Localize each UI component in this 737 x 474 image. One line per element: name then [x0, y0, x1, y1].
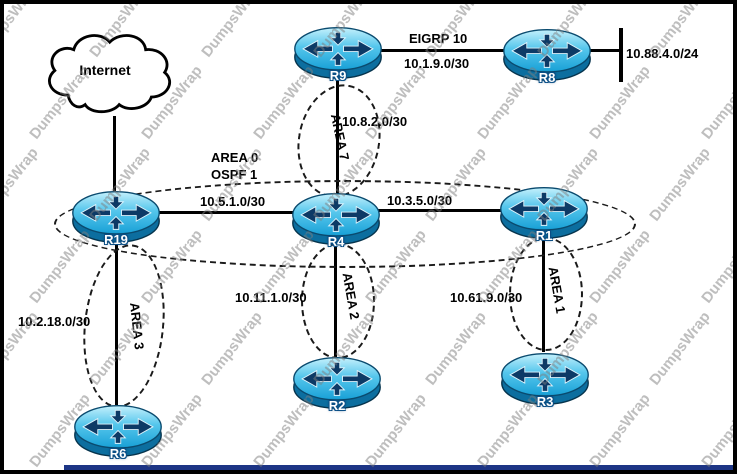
router-label: R19 [104, 232, 128, 247]
router-r4: R4 [290, 190, 382, 249]
link-r19-r6 [115, 241, 118, 405]
link-internet-r19 [113, 116, 116, 194]
area2-boundary [301, 243, 375, 359]
router-label: R8 [538, 70, 556, 85]
ospf1-label: OSPF 1 [211, 167, 258, 182]
router-r9: R9 [292, 24, 384, 83]
subnet-r4-r2: 10.11.1.0/30 [235, 290, 307, 305]
watermark-text: DumpsWrap [646, 144, 714, 225]
link-r9-r4 [336, 76, 339, 194]
subnet-r4-r1: 10.3.5.0/30 [387, 193, 453, 208]
subnet-r8-lan: 10.88.4.0/24 [626, 46, 699, 61]
internet-label: Internet [79, 62, 131, 78]
router-r8: R8 [501, 26, 593, 85]
subnet-r19-r4: 10.5.1.0/30 [200, 194, 266, 209]
router-r1: R1 [498, 184, 590, 243]
link-r9-r8 [380, 49, 506, 52]
subnet-r9-r8: 10.1.9.0/30 [404, 56, 470, 71]
router-r3: R3 [499, 350, 591, 409]
subnet-r1-r3: 10.61.9.0/30 [450, 290, 523, 305]
area0-label: AREA 0 [211, 150, 259, 165]
bottom-blue-strip [64, 465, 733, 470]
router-r19: R19 [70, 188, 162, 247]
watermark-text: DumpsWrap [198, 4, 266, 61]
subnet-r19-r6: 10.2.18.0/30 [18, 314, 91, 329]
watermark-text: DumpsWrap [422, 308, 490, 389]
watermark-text: DumpsWrap [698, 62, 733, 143]
watermark-text: DumpsWrap [646, 308, 714, 389]
router-r2: R2 [291, 354, 383, 413]
router-r6: R6 [72, 402, 164, 461]
router-label: R1 [535, 228, 553, 243]
router-label: R6 [109, 446, 127, 461]
router-label: R4 [327, 234, 345, 249]
watermark-text: DumpsWrap [698, 226, 733, 307]
lan-segment-bar [619, 28, 623, 82]
subnet-r9-r4: 10.8.2.0/30 [342, 114, 408, 129]
internet-cloud: Internet [34, 20, 176, 122]
router-label: R9 [329, 68, 347, 83]
router-label: R2 [328, 398, 346, 413]
eigrp-label: EIGRP 10 [409, 31, 468, 46]
router-label: R3 [536, 394, 554, 409]
link-r8-lan [590, 49, 622, 52]
cloud-icon [48, 34, 171, 114]
watermark-text: DumpsWrap [4, 144, 42, 225]
watermark-text: DumpsWrap [198, 308, 266, 389]
watermark-text: DumpsWrap [586, 390, 654, 470]
watermark-text: DumpsWrap [698, 390, 733, 470]
